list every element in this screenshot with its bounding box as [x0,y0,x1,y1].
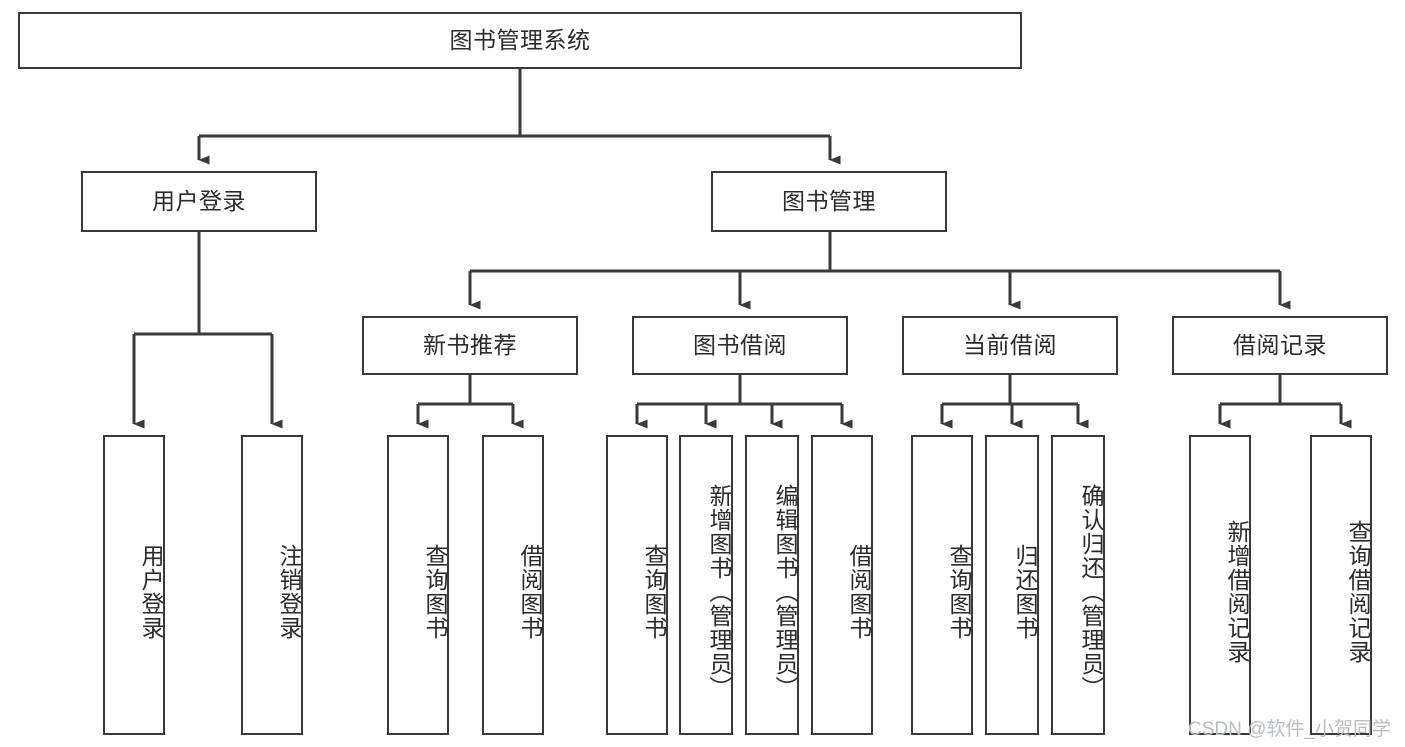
node-book-manage[interactable]: 图书管理 [711,171,947,232]
node-leaf-return-book[interactable]: 归还图书 [985,435,1039,735]
csdn-watermark: CSDN @软件_小贺同学 [1188,719,1391,740]
leaf-label: 查询借阅记录 [1345,520,1371,664]
leaf-label: 注销登录 [276,544,302,640]
node-leaf-user-login[interactable]: 用户登录 [103,435,165,735]
leaf-label: 归还图书 [1012,544,1038,640]
node-root-system[interactable]: 图书管理系统 [18,12,1022,69]
node-user-login[interactable]: 用户登录 [81,171,317,232]
node-leaf-add-record[interactable]: 新增借阅记录 [1189,435,1251,735]
node-leaf-borrow-book-1[interactable]: 借阅图书 [482,435,544,735]
leaf-label: 查询图书 [422,544,448,640]
node-new-book-recommend[interactable]: 新书推荐 [362,316,578,375]
leaf-label: 借阅图书 [517,544,543,640]
node-leaf-logout[interactable]: 注销登录 [241,435,303,735]
node-leaf-edit-book-admin[interactable]: 编辑图书（管理员） [745,435,799,735]
leaf-label: 新增图书（管理员） [706,484,732,700]
node-current-borrow[interactable]: 当前借阅 [902,316,1118,375]
node-leaf-query-record[interactable]: 查询借阅记录 [1310,435,1372,735]
leaf-label: 确认归还（管理员） [1078,484,1104,700]
leaf-label: 借阅图书 [846,544,872,640]
leaf-label: 编辑图书（管理员） [772,484,798,700]
leaf-label: 查询图书 [946,544,972,640]
node-leaf-query-book-1[interactable]: 查询图书 [387,435,449,735]
leaf-label: 查询图书 [641,544,667,640]
node-leaf-add-book-admin[interactable]: 新增图书（管理员） [679,435,733,735]
node-leaf-confirm-return-admin[interactable]: 确认归还（管理员） [1051,435,1105,735]
leaf-label: 新增借阅记录 [1224,520,1250,664]
node-borrow-record[interactable]: 借阅记录 [1172,316,1388,375]
node-leaf-borrow-book-2[interactable]: 借阅图书 [811,435,873,735]
node-book-borrow[interactable]: 图书借阅 [632,316,848,375]
node-leaf-query-book-2[interactable]: 查询图书 [606,435,668,735]
leaf-label: 用户登录 [138,544,164,640]
node-leaf-query-book-3[interactable]: 查询图书 [911,435,973,735]
